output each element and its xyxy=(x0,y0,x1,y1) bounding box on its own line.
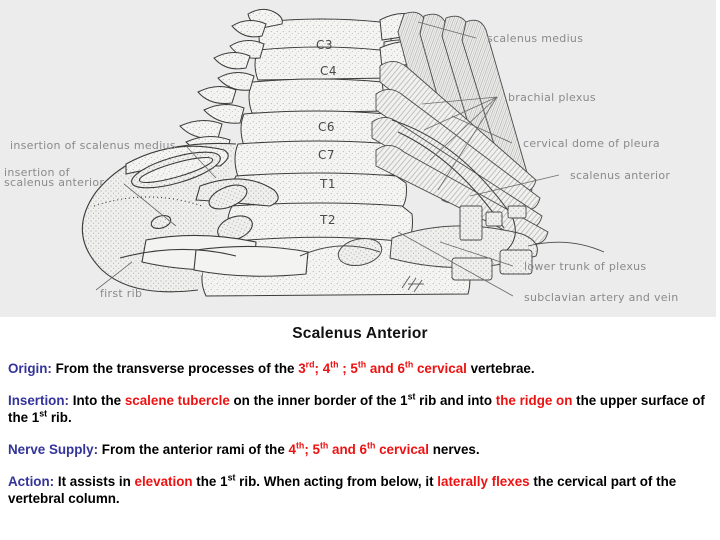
origin-sup-4: th xyxy=(404,359,414,370)
anatomy-figure-panel: C3 C4 C6 C7 T1 T2 scalenus medius brachi… xyxy=(0,0,720,317)
vertebra-label-t2: T2 xyxy=(320,213,336,227)
action-paragraph: Action: It assists in elevation the 1st … xyxy=(0,473,720,507)
vertebra-label-c7: C7 xyxy=(318,148,336,162)
page-title: Scalenus Anterior xyxy=(292,325,428,342)
insertion-red-2: the ridge on xyxy=(495,393,573,408)
nerve-red-1: 4 xyxy=(288,442,296,457)
origin-sup-1: rd xyxy=(305,359,315,370)
nerve-text-1: From the anterior rami of the xyxy=(98,442,289,457)
origin-red-1: 3 xyxy=(298,361,306,376)
action-text-3: rib. When acting from below, it xyxy=(235,474,438,489)
insertion-paragraph: Insertion: Into the scalene tubercle on … xyxy=(0,392,720,426)
callout-insertion-of-line1: insertion of xyxy=(4,166,70,179)
action-text-1: It assists in xyxy=(54,474,135,489)
action-red-2: laterally flexes xyxy=(437,474,530,489)
callout-scalenus-anterior: scalenus anterior xyxy=(570,169,671,182)
callout-brachial-plexus: brachial plexus xyxy=(508,91,596,104)
origin-text-1: From the transverse processes of the xyxy=(51,361,299,376)
origin-text-2: vertebrae. xyxy=(466,361,535,376)
origin-sup-3: th xyxy=(357,359,367,370)
nerve-text-2: nerves. xyxy=(428,442,480,457)
figure-right-edge xyxy=(716,0,720,317)
callout-subclavian-artery-and-vein: subclavian artery and vein xyxy=(524,291,679,304)
origin-red-5: cervical xyxy=(413,361,467,376)
action-sup-1: st xyxy=(227,472,236,483)
origin-paragraph: Origin: From the transverse processes of… xyxy=(0,360,720,377)
insertion-red-1: scalene tubercle xyxy=(124,393,230,408)
insertion-sup-1: st xyxy=(407,391,416,402)
vertebra-label-c6: C6 xyxy=(318,120,336,134)
origin-red-2: ; 4 xyxy=(314,361,331,376)
origin-red-3: ; 5 xyxy=(338,361,358,376)
vertebra-label-c3: C3 xyxy=(316,38,334,52)
insertion-text-2: on the inner border of the 1 xyxy=(229,393,408,408)
callout-first-rib: first rib xyxy=(100,287,143,300)
origin-label: Origin: xyxy=(8,361,52,376)
description-panel: Scalenus Anterior Origin: From the trans… xyxy=(0,317,720,540)
nerve-red-3: and 6 xyxy=(328,442,368,457)
nerve-red-2: ; 5 xyxy=(304,442,320,457)
callout-lower-trunk-of-plexus: lower trunk of plexus xyxy=(524,260,647,273)
nerve-red-4: cervical xyxy=(375,442,429,457)
nerve-sup-2: th xyxy=(319,440,329,451)
insertion-text-4: the upper surface of the 1 xyxy=(8,393,705,425)
action-red-1: elevation xyxy=(134,474,193,489)
insertion-text-3: rib and into xyxy=(415,393,496,408)
vertebra-label-c4: C4 xyxy=(320,64,338,78)
origin-sup-2: th xyxy=(330,359,339,370)
action-label: Action: xyxy=(8,474,55,489)
insertion-text-1: Into the xyxy=(69,393,125,408)
origin-red-4: and 6 xyxy=(366,361,405,376)
callout-cervical-dome-of-pleura: cervical dome of pleura xyxy=(523,137,660,150)
nerve-sup-3: th xyxy=(367,440,376,451)
anatomy-diagram xyxy=(81,8,605,297)
callout-insertion-of-scalenus-anterior: scalenus anterior xyxy=(4,176,105,189)
vertebra-label-t1: T1 xyxy=(320,177,336,191)
nerve-supply-paragraph: Nerve Supply: From the anterior rami of … xyxy=(0,441,720,458)
nerve-sup-1: th xyxy=(295,440,305,451)
insertion-label: Insertion: xyxy=(8,393,70,408)
callout-scalenus-medius: scalenus medius xyxy=(487,32,584,45)
insertion-text-5: rib. xyxy=(47,410,72,425)
callout-insertion-of-scalenus-medius: insertion of scalenus medius xyxy=(10,139,176,152)
action-text-4: the cervical part of the vertebral colum… xyxy=(8,474,677,506)
action-text-2: the 1 xyxy=(192,474,228,489)
insertion-sup-2: st xyxy=(39,408,48,419)
nerve-supply-label: Nerve Supply: xyxy=(8,442,99,457)
